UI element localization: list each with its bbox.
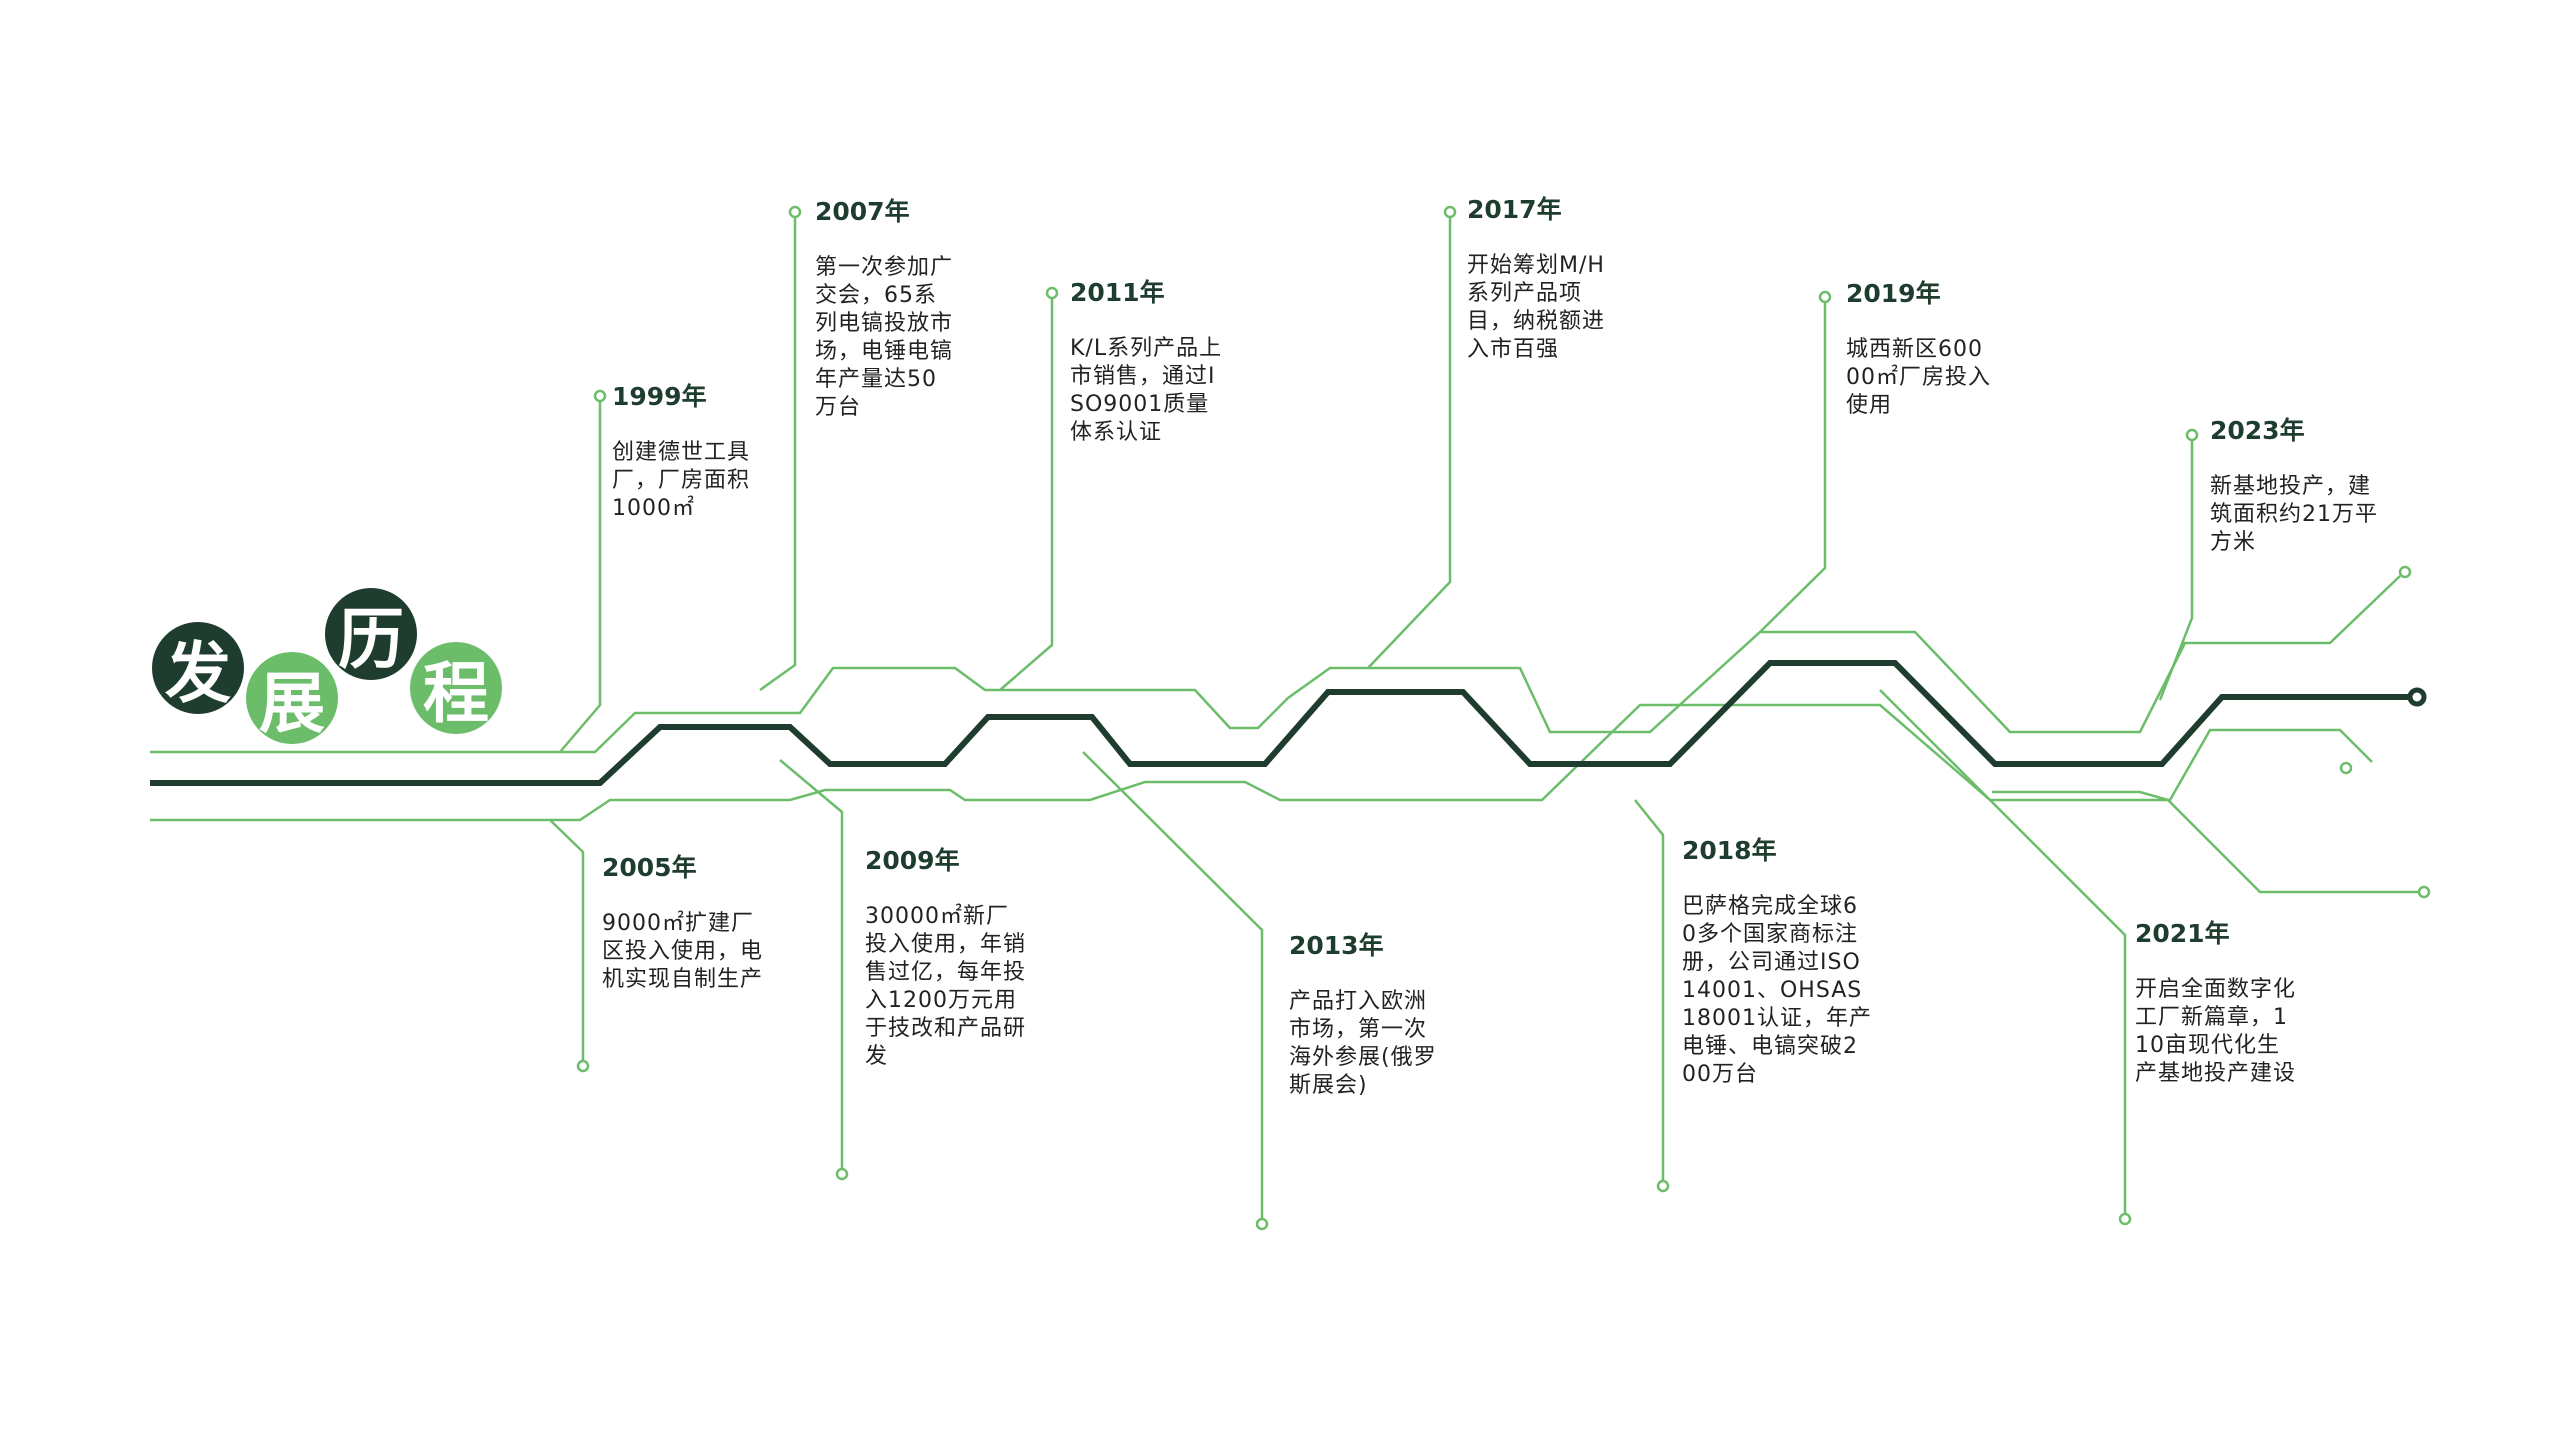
event-1999: 1999年 创建德世工具厂，厂房面积1000㎡ <box>612 381 797 523</box>
connector-1999 <box>559 398 602 753</box>
right-branch-lower <box>2167 799 2420 894</box>
event-year: 2013年 <box>1289 931 1384 960</box>
event-year: 2017年 <box>1467 195 1562 224</box>
connector-2019 <box>1759 297 1827 633</box>
dot-2019 <box>1818 290 1832 304</box>
title-char-3: 历 <box>325 588 417 680</box>
event-year: 2005年 <box>602 853 697 882</box>
event-year: 2023年 <box>2210 416 2305 445</box>
event-2018: 2018年 巴萨格完成全球60多个国家商标注册，公司通过ISO14001、OHS… <box>1682 835 1871 1089</box>
dot-2009 <box>835 1167 849 1181</box>
dot-upper-band-end <box>2398 565 2412 579</box>
event-desc: 创建德世工具厂，厂房面积1000㎡ <box>612 440 751 521</box>
event-desc: 产品打入欧洲市场，第一次海外参展(俄罗斯展会) <box>1289 989 1437 1098</box>
event-year: 2021年 <box>2135 919 2230 948</box>
connector-2013 <box>1082 751 1264 1224</box>
connector-2017 <box>1367 212 1452 669</box>
connector-2023 <box>2158 435 2194 701</box>
right-branch-line <box>1992 790 2169 802</box>
event-desc: K/L系列产品上市销售，通过ISO9001质量体系认证 <box>1070 336 1223 445</box>
dot-2018 <box>1656 1179 1670 1193</box>
title-char-1: 发 <box>152 622 244 714</box>
upper-band-line <box>150 575 2401 754</box>
connector-2005 <box>549 819 585 1066</box>
connector-2009 <box>779 759 844 1174</box>
event-desc: 9000㎡扩建厂区投入使用，电机实现自制生产 <box>602 911 764 992</box>
event-2023: 2023年 新基地投产，建筑面积约21万平方米 <box>2210 415 2395 557</box>
event-desc: 30000㎡新厂投入使用，年销售过亿，每年投入1200万元用于技改和产品研发 <box>865 904 1027 1069</box>
event-year: 2011年 <box>1070 278 1165 307</box>
dot-right-branch-end <box>2417 885 2431 899</box>
connector-2007 <box>759 212 797 692</box>
dot-2021 <box>2118 1212 2132 1226</box>
dot-2023 <box>2185 428 2199 442</box>
dot-2011 <box>1045 286 1059 300</box>
event-2005: 2005年 9000㎡扩建厂区投入使用，电机实现自制生产 <box>602 852 787 994</box>
dot-1999 <box>593 389 607 403</box>
connector-2018 <box>1634 799 1665 1186</box>
main-timeline-end-dot <box>2407 687 2427 707</box>
event-year: 2018年 <box>1682 836 1777 865</box>
title-char-2: 展 <box>246 652 338 744</box>
dot-2005 <box>576 1059 590 1073</box>
event-desc: 开启全面数字化工厂新篇章，110亩现代化生产基地投产建设 <box>2135 977 2297 1086</box>
dot-2007 <box>788 205 802 219</box>
dot-2017 <box>1443 205 1457 219</box>
lower-band-line <box>150 703 2373 822</box>
event-desc: 城西新区60000㎡厂房投入使用 <box>1846 337 1991 418</box>
event-year: 2007年 <box>815 197 910 226</box>
event-desc: 第一次参加广交会，65系列电镐投放市场，电锤电镐年产量达50万台 <box>815 255 954 420</box>
event-year: 1999年 <box>612 382 707 411</box>
event-desc: 开始筹划M/H系列产品项目，纳税额进入市百强 <box>1467 253 1606 362</box>
event-2019: 2019年 城西新区60000㎡厂房投入使用 <box>1846 278 2031 420</box>
event-2009: 2009年 30000㎡新厂投入使用，年销售过亿，每年投入1200万元用于技改和… <box>865 845 1050 1071</box>
main-timeline <box>150 660 2415 786</box>
dot-2013 <box>1255 1217 1269 1231</box>
event-2013: 2013年 产品打入欧洲市场，第一次海外参展(俄罗斯展会) <box>1289 930 1474 1100</box>
event-2011: 2011年 K/L系列产品上市销售，通过ISO9001质量体系认证 <box>1070 277 1255 447</box>
event-2021: 2021年 开启全面数字化工厂新篇章，110亩现代化生产基地投产建设 <box>2135 918 2320 1088</box>
title-char-4: 程 <box>410 642 502 734</box>
dot-lower-band-end <box>2339 761 2353 775</box>
connector-lines <box>150 212 2420 1224</box>
event-year: 2019年 <box>1846 279 1941 308</box>
event-2017: 2017年 开始筹划M/H系列产品项目，纳税额进入市百强 <box>1467 194 1652 364</box>
event-2007: 2007年 第一次参加广交会，65系列电镐投放市场，电锤电镐年产量达50万台 <box>815 196 1000 422</box>
event-year: 2009年 <box>865 846 960 875</box>
connector-2011 <box>999 293 1054 691</box>
connector-2021 <box>1879 689 2127 1219</box>
event-desc: 巴萨格完成全球60多个国家商标注册，公司通过ISO14001、OHSAS1800… <box>1682 894 1872 1087</box>
event-desc: 新基地投产，建筑面积约21万平方米 <box>2210 474 2378 555</box>
